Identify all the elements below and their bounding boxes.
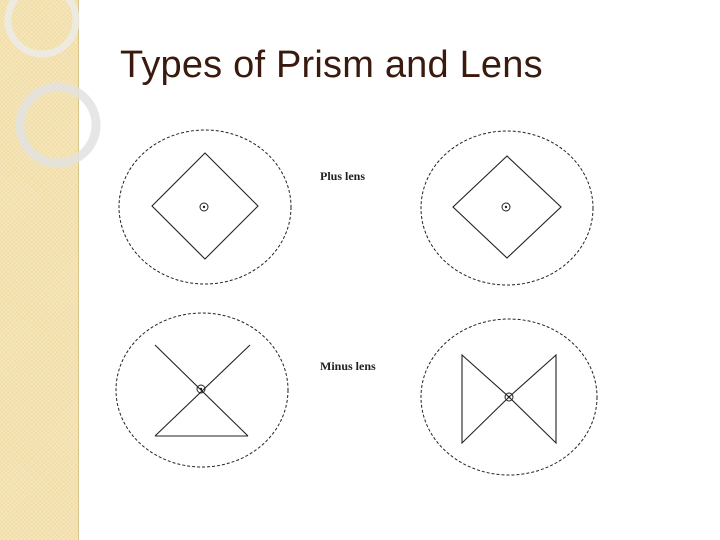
minus-lens-left [115,312,289,468]
plus-lens-left [118,129,292,285]
plus-lens-label: Plus lens [320,169,365,183]
slide-title: Types of Prism and Lens [120,44,543,86]
plus-lens-right [420,130,594,286]
minus-lens-label: Minus lens [320,359,376,373]
minus-lens-right [420,318,598,476]
decorative-rings [4,0,101,168]
